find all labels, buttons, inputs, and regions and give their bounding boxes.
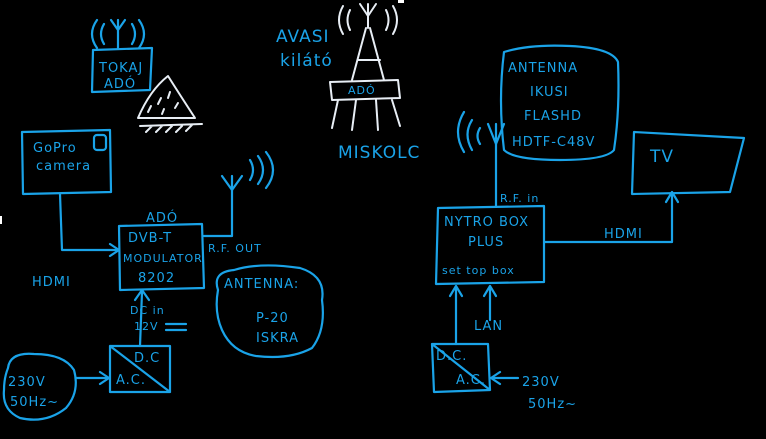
hdmi-cable-right (542, 192, 674, 244)
camera-label-line1: GoPro (33, 141, 77, 156)
modulator-line3: 8202 (138, 271, 175, 286)
antenna-right-line1: ANTENNA (508, 61, 578, 76)
box-line1: NYTRO BOX (444, 215, 529, 230)
lan-label: LAN (474, 319, 503, 334)
box-line3: set top box (442, 264, 515, 277)
converter-right-box (430, 342, 492, 394)
modulator-line1: DVB-T (128, 231, 172, 246)
antenna-p20-cloud (215, 264, 324, 359)
mains-left-cloud (2, 352, 77, 421)
antenna-left-line3: ISKRA (256, 331, 299, 346)
avasi-base-label: ADÓ (348, 84, 376, 97)
hdmi-label-right: HDMI (604, 227, 643, 242)
lan-arrow (482, 284, 498, 298)
converter-right-bottom: A.C. (456, 373, 486, 388)
antenna-ikusi-cloud (499, 44, 620, 162)
converter-right-arrow (448, 284, 464, 298)
antenna-right-line4: HDTF-C48V (512, 135, 595, 150)
modulator-title: ADÓ (146, 210, 178, 226)
mountain-icon (137, 75, 203, 133)
gopro-camera-box (20, 128, 113, 196)
mains-left-line1: 230V (8, 375, 46, 390)
hdmi-label-left: HDMI (32, 275, 71, 290)
dc-in-label-line1: DC in (130, 304, 165, 317)
tokaj-box (90, 46, 154, 94)
converter-right-top: D.C. (436, 349, 467, 364)
tv-box (630, 130, 746, 196)
hdmi-cable-left (58, 192, 120, 252)
camera-label-line2: camera (36, 159, 91, 174)
mains-right-line1: 230V (522, 375, 560, 390)
tokaj-antenna-icon (90, 18, 146, 50)
antenna-left-line2: P-20 (256, 311, 289, 326)
edge-mark-left (0, 216, 2, 224)
antenna-right-line2: IKUSI (530, 85, 569, 100)
dc-in-label-line2: 12V (134, 320, 159, 333)
converter-left-bottom: A.C. (116, 373, 146, 388)
antenna-left-line1: ANTENNA: (224, 277, 299, 292)
edge-mark-top (398, 0, 404, 3)
converter-left-top: D.C (134, 351, 160, 366)
set-top-box (434, 204, 546, 286)
dc-in-line (138, 290, 144, 348)
antenna-right-line3: FLASHD (524, 109, 582, 124)
mains-left-line2: 50Hz~ (10, 395, 59, 410)
avasi-label-line2: kilátó (280, 51, 333, 71)
avasi-tower-icon (329, 3, 401, 131)
mains-left-arrow (98, 370, 111, 386)
modulator-box (117, 222, 206, 292)
rf-out-line (202, 186, 234, 238)
modulator-line2: MODULATOR (123, 252, 203, 265)
mains-right-line2: 50Hz~ (528, 397, 577, 412)
mains-right-arrow (489, 370, 502, 386)
box-line2: PLUS (468, 235, 504, 250)
dc-symbol (164, 322, 188, 332)
hdmi-arrow-right (664, 190, 680, 204)
avasi-label-line1: AVASI (276, 27, 330, 47)
converter-left-box (108, 344, 172, 394)
rf-out-label: R.F. OUT (208, 242, 262, 255)
tokaj-label-line1: TOKAJ (98, 61, 143, 76)
miskolc-label: MISKOLC (338, 143, 420, 163)
tv-label: TV (649, 147, 674, 167)
dc-in-arrow (133, 288, 151, 302)
tokaj-label-line2: ADÓ (104, 76, 136, 92)
transmit-antenna-icon (220, 150, 275, 192)
rf-in-label: R.F. in (500, 192, 539, 205)
